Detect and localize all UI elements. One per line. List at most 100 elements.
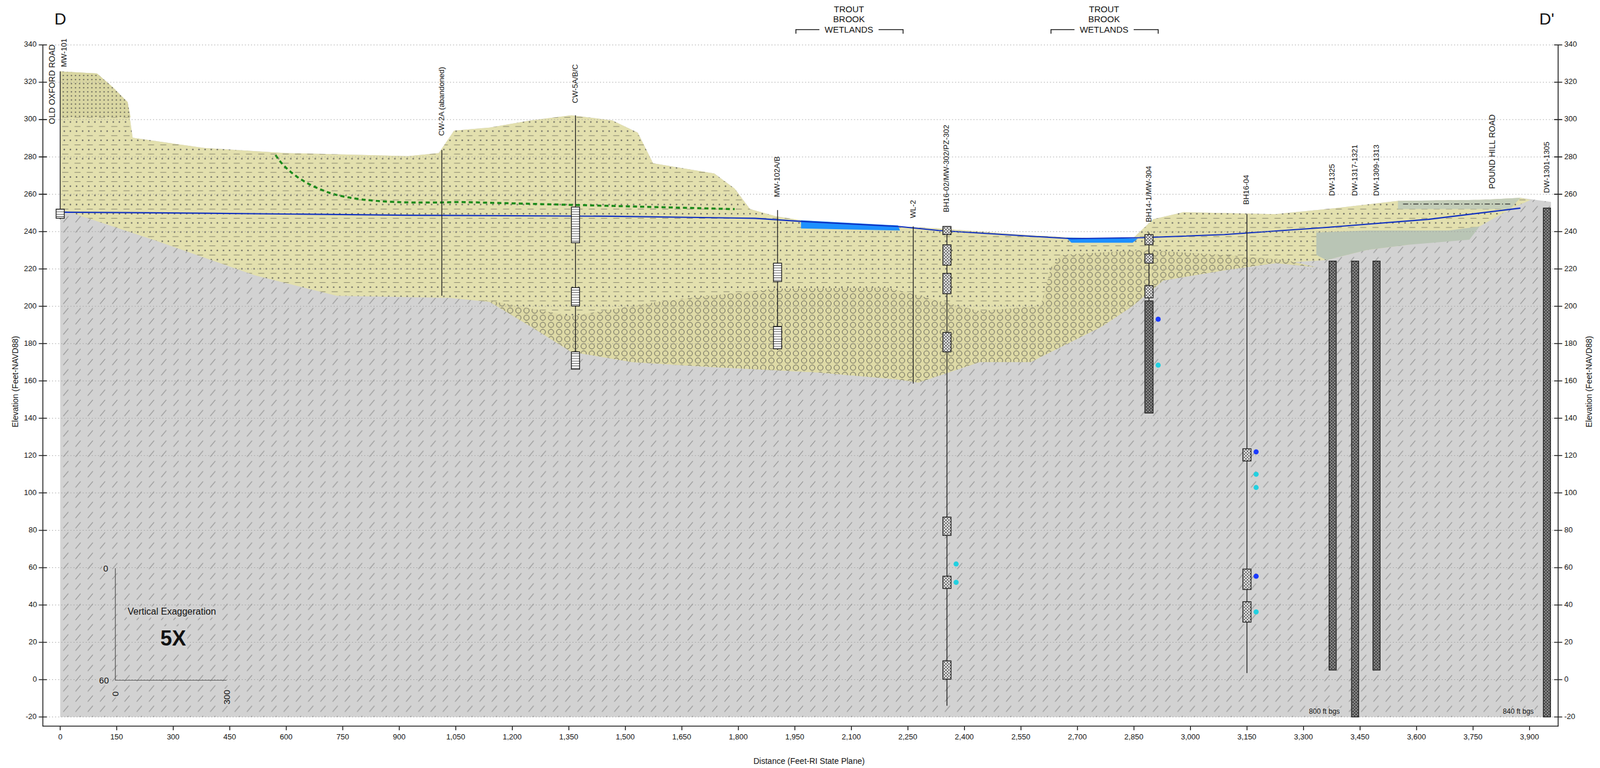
well-label: DW-1301-1305 xyxy=(1542,141,1552,194)
scale-bar xyxy=(115,568,227,681)
well-label: CW-2A (abandoned) xyxy=(437,66,447,136)
geology xyxy=(60,71,1551,718)
sample-interval xyxy=(942,273,952,295)
distance-tick: 1,350 xyxy=(559,733,579,743)
distance-tick: 900 xyxy=(392,733,406,743)
elevation-tick: 180 xyxy=(1564,339,1578,349)
scale-number: 0 xyxy=(110,690,121,698)
axis-ticks xyxy=(38,44,1563,718)
section-end-label: D xyxy=(54,9,66,29)
sample-interval xyxy=(1144,285,1154,299)
well-screen xyxy=(773,263,782,282)
elevation-tick: 300 xyxy=(1564,114,1578,124)
wells xyxy=(56,71,1551,718)
sample-interval xyxy=(1144,234,1154,245)
fracture-markers xyxy=(953,316,1259,616)
elevation-tick: 180 xyxy=(23,339,37,349)
elevation-tick: 120 xyxy=(1564,451,1578,461)
elevation-tick: 280 xyxy=(23,152,37,162)
distance-tick: 450 xyxy=(223,733,237,743)
open-borehole xyxy=(1329,261,1337,671)
distance-tick: 2,550 xyxy=(1011,733,1031,743)
well-label: CW-5A/B/C xyxy=(571,64,581,104)
elevation-tick: 260 xyxy=(1564,190,1578,199)
distance-tick: 2,400 xyxy=(954,733,974,743)
elevation-tick: 240 xyxy=(23,227,37,237)
section-end-label: D' xyxy=(1539,9,1555,29)
distance-tick: 150 xyxy=(110,733,124,743)
marker xyxy=(1253,574,1259,580)
distance-tick: 0 xyxy=(58,733,63,743)
elevation-tick: -20 xyxy=(25,713,37,722)
axis-ticks xyxy=(60,726,1530,731)
sample-interval xyxy=(942,661,952,680)
well-screen xyxy=(773,326,782,349)
well-label: WL-2 xyxy=(909,200,918,219)
open-borehole xyxy=(1373,261,1381,671)
axis-title: Elevation (Feet-NAVD88) xyxy=(10,336,20,428)
fill-contact xyxy=(1402,203,1511,205)
elevation-tick: 200 xyxy=(23,302,37,312)
marker xyxy=(953,561,959,568)
distance-tick: 1,050 xyxy=(446,733,466,743)
elevation-tick: 320 xyxy=(23,77,37,87)
elevation-tick: 40 xyxy=(1564,601,1573,610)
wetland-label: TROUT BROOK WETLANDS xyxy=(822,4,876,35)
sample-interval xyxy=(942,517,952,536)
grid-lines xyxy=(42,44,1558,718)
elevation-tick: 100 xyxy=(23,488,37,498)
elevation-tick: 220 xyxy=(23,264,37,274)
distance-tick: 3,750 xyxy=(1463,733,1483,743)
elevation-tick: 240 xyxy=(1564,227,1578,237)
elevation-tick: -20 xyxy=(1564,713,1576,722)
overburden-sand xyxy=(60,71,1531,383)
distance-tick: 600 xyxy=(280,733,293,743)
sample-interval xyxy=(942,576,952,589)
distance-tick: 3,150 xyxy=(1237,733,1257,743)
distance-tick: 1,500 xyxy=(615,733,635,743)
distance-tick: 2,100 xyxy=(842,733,862,743)
grid xyxy=(42,44,1558,718)
axis-title: Elevation (Feet-NAVD88) xyxy=(1584,336,1594,428)
elevation-tick: 60 xyxy=(28,563,37,573)
sample-interval xyxy=(1242,602,1252,623)
elevation-tick: 340 xyxy=(23,40,37,50)
elevation-tick: 20 xyxy=(28,638,37,648)
well-lines xyxy=(60,71,1247,707)
open-borehole xyxy=(1351,261,1359,718)
distance-tick: 1,800 xyxy=(728,733,749,743)
road-label: POUND HILL ROAD xyxy=(1487,114,1497,190)
axis-lines xyxy=(42,44,1558,727)
scale-number: 0 xyxy=(102,563,110,574)
sample-interval xyxy=(1242,569,1252,590)
bedrock xyxy=(60,71,1551,718)
distance-tick: 3,000 xyxy=(1181,733,1201,743)
elevation-tick: 60 xyxy=(1564,563,1573,573)
depth-note: 840 ft bgs xyxy=(1501,708,1536,717)
well-label: MW-102A/B xyxy=(773,156,782,198)
sample-interval xyxy=(1242,449,1252,462)
sample-interval xyxy=(1144,254,1154,264)
well-label: DW-1309-1313 xyxy=(1372,144,1382,197)
elevation-tick: 300 xyxy=(23,114,37,124)
scale-value: 5X xyxy=(159,626,188,651)
elevation-tick: 0 xyxy=(32,675,37,685)
elevation-tick: 160 xyxy=(1564,376,1578,386)
scale-number: 60 xyxy=(98,675,111,686)
wetland-label: TROUT BROOK WETLANDS xyxy=(1077,4,1131,35)
distance-tick: 2,250 xyxy=(898,733,918,743)
elevation-tick: 20 xyxy=(1564,638,1573,648)
axis-title: Distance (Feet-RI State Plane) xyxy=(753,756,865,767)
elevation-tick: 140 xyxy=(1564,414,1578,424)
elevation-tick: 280 xyxy=(1564,152,1578,162)
well-label: BH14-1/MW-304 xyxy=(1144,166,1154,223)
marker xyxy=(1253,609,1259,616)
well-label: DW-1325 xyxy=(1328,163,1337,197)
distance-tick: 3,300 xyxy=(1293,733,1313,743)
elevation-tick: 80 xyxy=(1564,526,1573,536)
marker xyxy=(1155,316,1161,323)
scale-title: Vertical Exaggeration xyxy=(126,606,218,618)
well-label: BH16-02/MW-302/PZ-302 xyxy=(942,124,952,213)
